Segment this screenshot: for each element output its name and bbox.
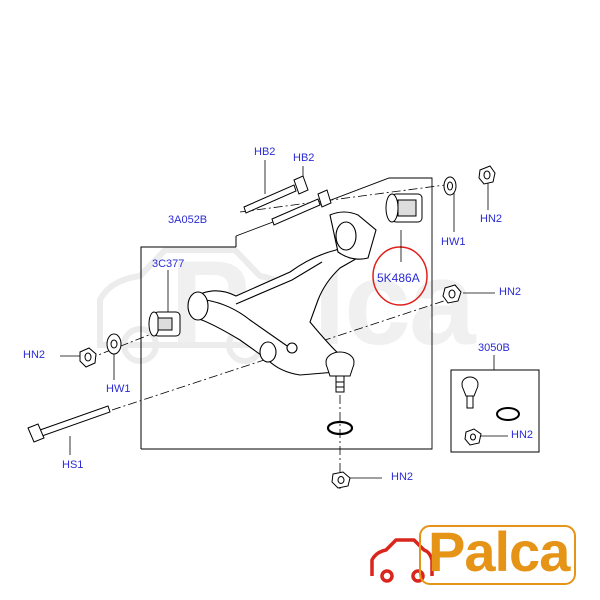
kit-nut-icon (464, 428, 482, 446)
label-hb2-right: HB2 (293, 152, 315, 164)
hb2-bolt-upper-icon (243, 175, 309, 214)
label-hw1-left: HW1 (106, 383, 131, 395)
assembly-bracket (140, 177, 433, 450)
ball-joint-kit-box (450, 369, 540, 453)
ball-joint-icon (325, 351, 355, 393)
logo-frame (419, 525, 576, 585)
hw1-washer-left-icon (106, 333, 122, 355)
label-assembly: 3A052B (168, 214, 208, 226)
label-hn2-mid-right: HN2 (499, 286, 522, 298)
lower-control-arm-icon (187, 211, 377, 376)
hn2-nut-mid-right-icon (442, 284, 462, 304)
rear-bushing-icon (385, 193, 423, 223)
hn2-nut-top-right-icon (478, 165, 496, 185)
label-hn2-top-right: HN2 (480, 213, 503, 225)
label-hn2-kit: HN2 (511, 429, 534, 441)
kit-ring-icon (496, 407, 520, 421)
label-ball-joint-kit: 3050B (478, 342, 510, 354)
highlight-circle (372, 246, 428, 306)
hn2-nut-bottom-icon (331, 471, 351, 489)
label-bushing-front: 3C377 (152, 258, 185, 270)
label-bushing-rear: 5K486A (377, 271, 420, 285)
hw1-washer-right-icon (443, 176, 457, 196)
label-hb2-left: HB2 (254, 146, 276, 158)
hb2-bolt-lower-icon (271, 189, 332, 226)
label-hs1: HS1 (62, 459, 84, 471)
hn2-nut-left-icon (79, 347, 97, 368)
logo-car-icon (370, 538, 434, 583)
kit-ball-joint-icon (461, 376, 479, 409)
ball-joint-ring-icon (326, 420, 354, 436)
logo-text: Palca (428, 520, 570, 583)
label-hn2-left: HN2 (23, 349, 46, 361)
label-hw1-right: HW1 (441, 236, 466, 248)
front-bushing-icon (148, 311, 181, 337)
label-hn2-bottom: HN2 (391, 471, 414, 483)
hs1-bolt-icon (27, 405, 111, 443)
